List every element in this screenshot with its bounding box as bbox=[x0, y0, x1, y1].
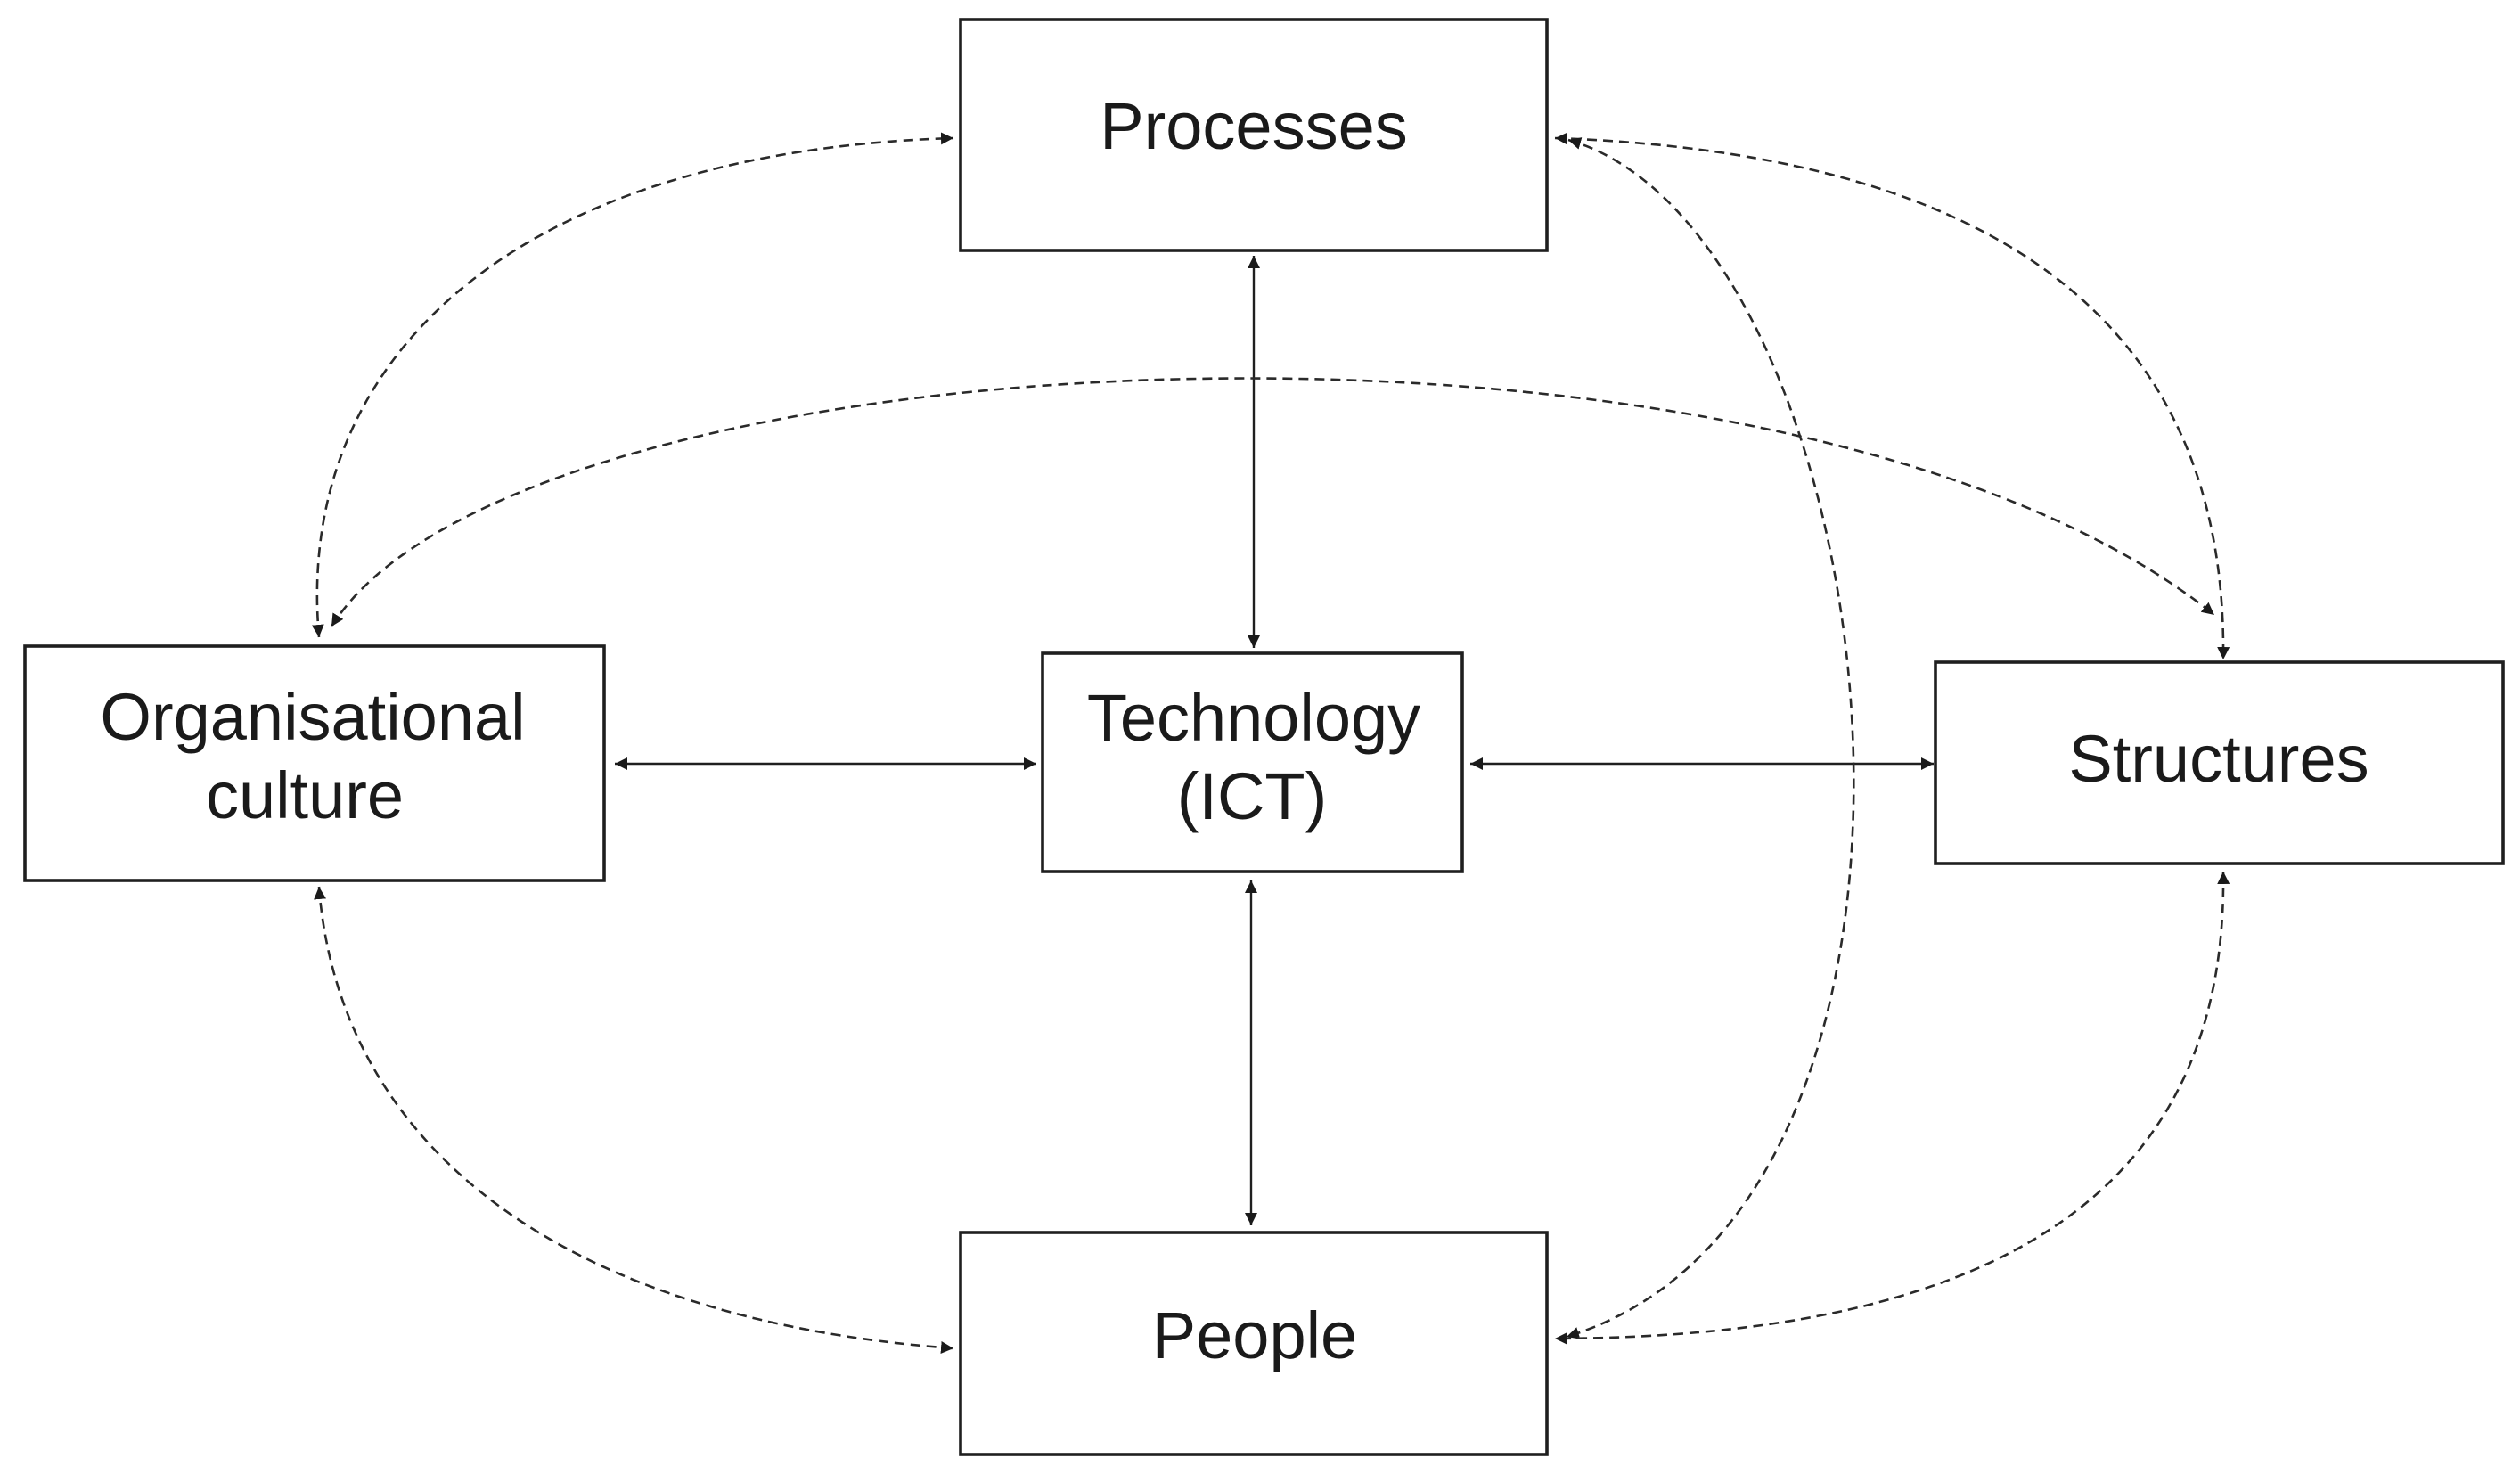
node-technology: Technology (ICT) bbox=[1041, 651, 1464, 873]
node-processes: Processes bbox=[959, 18, 1549, 252]
structures-box bbox=[1934, 660, 2505, 865]
technology-label-line1: Technology bbox=[1087, 681, 1420, 755]
people-box bbox=[959, 1231, 1549, 1456]
dashed-connectors bbox=[311, 132, 2230, 1354]
people-label: People bbox=[1152, 1298, 1357, 1372]
link-culture-people bbox=[314, 886, 954, 1354]
organisational-culture-label-line1: Organisational bbox=[100, 680, 525, 754]
solid-connectors bbox=[615, 256, 1934, 1225]
technology-box bbox=[1041, 651, 1464, 873]
link-culture-processes bbox=[311, 132, 954, 638]
processes-box bbox=[959, 18, 1549, 252]
structures-label: Structures bbox=[2068, 722, 2369, 796]
link-culture-structures bbox=[330, 377, 2215, 627]
link-processes-structures bbox=[1554, 132, 2230, 660]
technology-label-line2: (ICT) bbox=[1177, 759, 1328, 833]
organisational-culture-box bbox=[23, 644, 606, 882]
link-processes-people bbox=[1566, 137, 1855, 1339]
node-people: People bbox=[959, 1231, 1549, 1456]
processes-label: Processes bbox=[1100, 89, 1407, 163]
node-organisational-culture: Organisational culture bbox=[23, 644, 606, 882]
link-structures-people bbox=[1554, 871, 2230, 1345]
node-structures: Structures bbox=[1934, 660, 2505, 865]
organisational-culture-label-line2: culture bbox=[206, 758, 404, 832]
